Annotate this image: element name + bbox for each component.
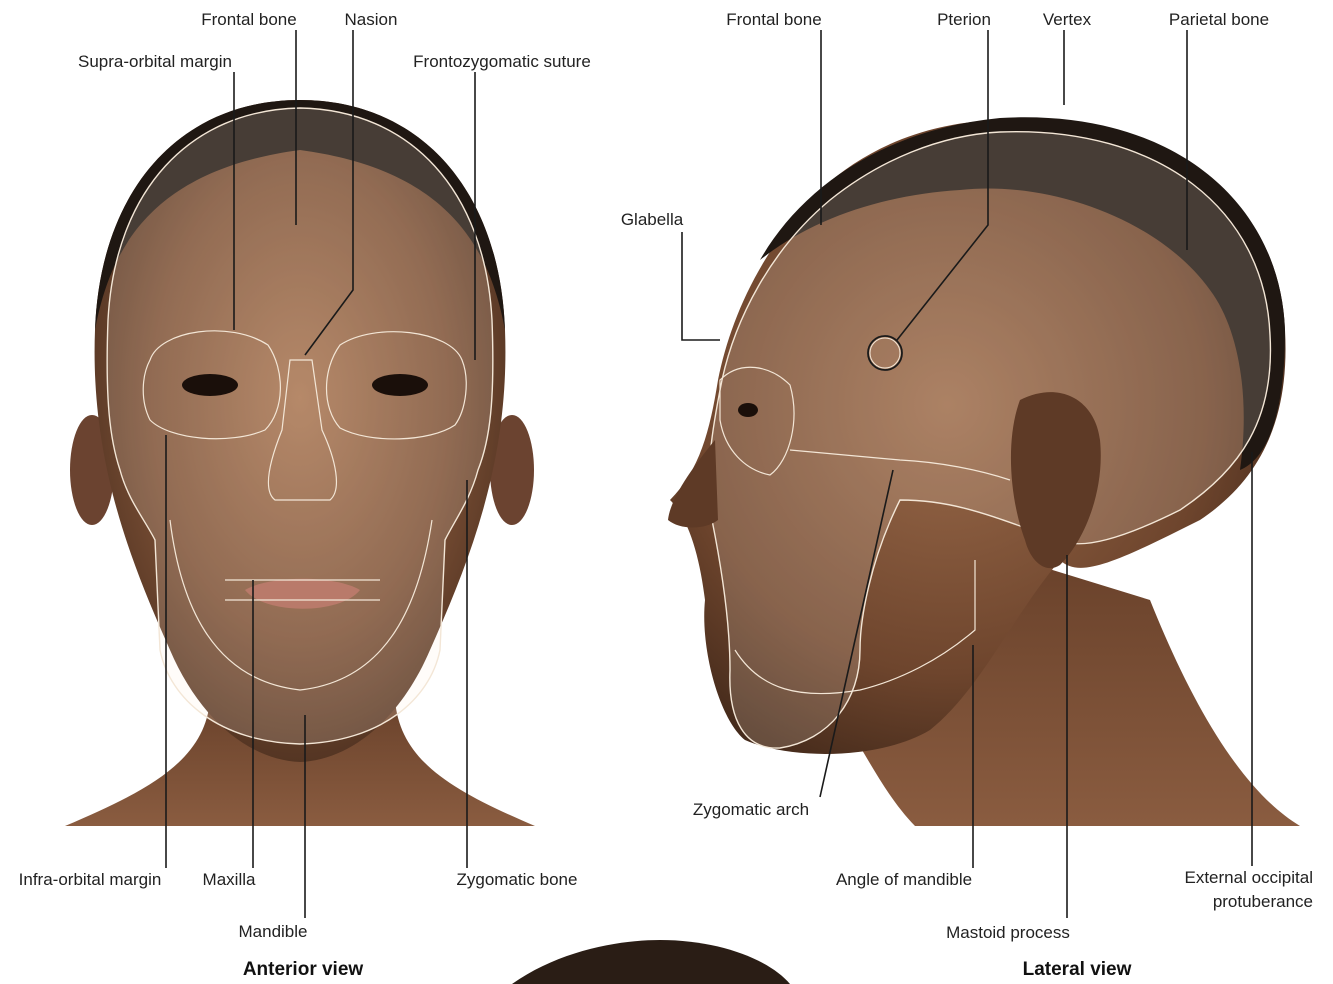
label-mandible: Mandible (239, 922, 308, 941)
label-frontozygomatic-suture: Frontozygomatic suture (413, 52, 591, 71)
label-pterion: Pterion (937, 10, 991, 29)
label-mastoid-process: Mastoid process (946, 923, 1070, 942)
superior-view-partial (512, 940, 790, 984)
anterior-view-figure (65, 100, 535, 826)
leader-glabella (682, 232, 720, 340)
label-maxilla: Maxilla (203, 870, 256, 889)
anterior-right-eye (372, 374, 428, 396)
label-zygomatic-bone: Zygomatic bone (457, 870, 578, 889)
lateral-view-figure (668, 117, 1300, 826)
label-zygomatic-arch: Zygomatic arch (693, 800, 809, 819)
label-external-occipital-line1: External occipital (1184, 868, 1313, 887)
anterior-left-eye (182, 374, 238, 396)
anterior-skull-outline (107, 108, 493, 744)
lateral-view-title: Lateral view (1023, 959, 1132, 980)
label-glabella: Glabella (621, 210, 684, 229)
lateral-eye (738, 403, 758, 417)
label-frontal-bone-lateral: Frontal bone (726, 10, 821, 29)
label-vertex: Vertex (1043, 10, 1092, 29)
lateral-nose (668, 440, 718, 528)
label-infra-orbital-margin: Infra-orbital margin (19, 870, 162, 889)
label-supra-orbital-margin: Supra-orbital margin (78, 52, 232, 71)
label-frontal-bone-anterior: Frontal bone (201, 10, 296, 29)
anterior-view-title: Anterior view (243, 959, 364, 980)
label-parietal-bone: Parietal bone (1169, 10, 1269, 29)
label-external-occipital-line2: protuberance (1213, 892, 1313, 911)
label-angle-of-mandible: Angle of mandible (836, 870, 972, 889)
label-nasion: Nasion (345, 10, 398, 29)
